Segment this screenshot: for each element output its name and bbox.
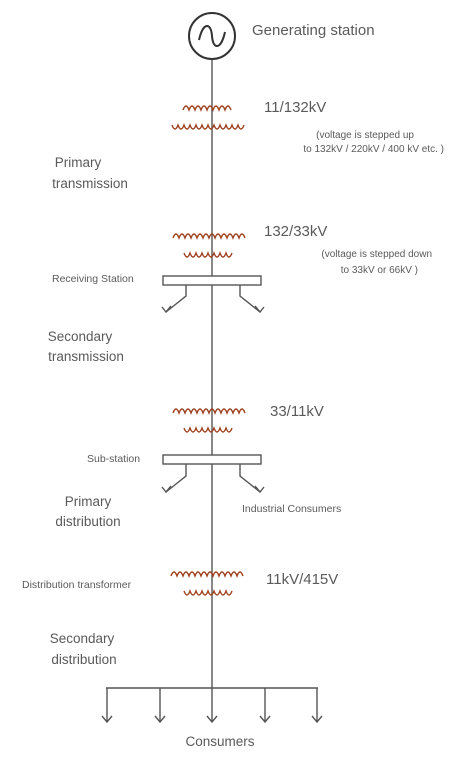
transformer-1-ratio: 11/132kV	[264, 99, 326, 116]
sub-station-label: Sub-station	[87, 453, 140, 465]
stage-secondary-distribution-line-2: distribution	[51, 652, 116, 667]
stage-primary-transmission-line-2: transmission	[52, 176, 128, 191]
step-down-transformer-2	[172, 408, 246, 433]
stage-secondary-transmission-line-2: transmission	[48, 349, 124, 364]
distribution-transformer-label: Distribution transformer	[22, 579, 132, 591]
transformer-3-ratio: 33/11kV	[270, 403, 324, 420]
receiving-arrow-left	[161, 305, 172, 314]
substation-feeder-left	[165, 464, 187, 493]
stage-primary-transmission-line-1: Primary	[55, 155, 102, 170]
step-down-transformer-1	[172, 233, 246, 258]
stage-secondary-transmission-line-1: Secondary	[48, 329, 113, 344]
step-up-transformer	[171, 105, 245, 130]
transformer-1-note-line-2: to 132kV / 220kV / 400 kV etc. )	[303, 144, 444, 155]
sub-station-busbar	[162, 454, 262, 465]
industrial-consumers-label: Industrial Consumers	[242, 503, 341, 515]
consumers-label: Consumers	[185, 734, 254, 749]
substation-feeder-right	[239, 464, 261, 493]
generating-station-label: Generating station	[252, 22, 375, 39]
transformer-2-note-line-2: to 33kV or 66kV )	[341, 265, 418, 276]
receiving-feeder-left	[165, 285, 187, 313]
stage-primary-distribution-line-1: Primary	[65, 494, 112, 509]
generator	[188, 12, 236, 60]
substation-arrow-right	[254, 485, 265, 494]
receiving-feeder-right	[239, 285, 261, 313]
receiving-arrow-right	[254, 305, 265, 314]
transformer-4-ratio: 11kV/415V	[266, 571, 338, 588]
transformer-2-ratio: 132/33kV	[264, 223, 327, 240]
receiving-station-busbar	[162, 275, 262, 286]
stage-primary-distribution-line-2: distribution	[55, 514, 120, 529]
consumer-feeders	[101, 688, 323, 724]
ac-sine-icon	[198, 25, 226, 47]
transformer-2-note-line-1: (voltage is stepped down	[321, 249, 432, 260]
receiving-station-label: Receiving Station	[52, 273, 134, 285]
stage-secondary-distribution-line-1: Secondary	[50, 631, 115, 646]
transformer-1-note-line-1: (voltage is stepped up	[316, 130, 414, 141]
substation-arrow-left	[161, 485, 172, 494]
distribution-transformer	[170, 571, 244, 596]
